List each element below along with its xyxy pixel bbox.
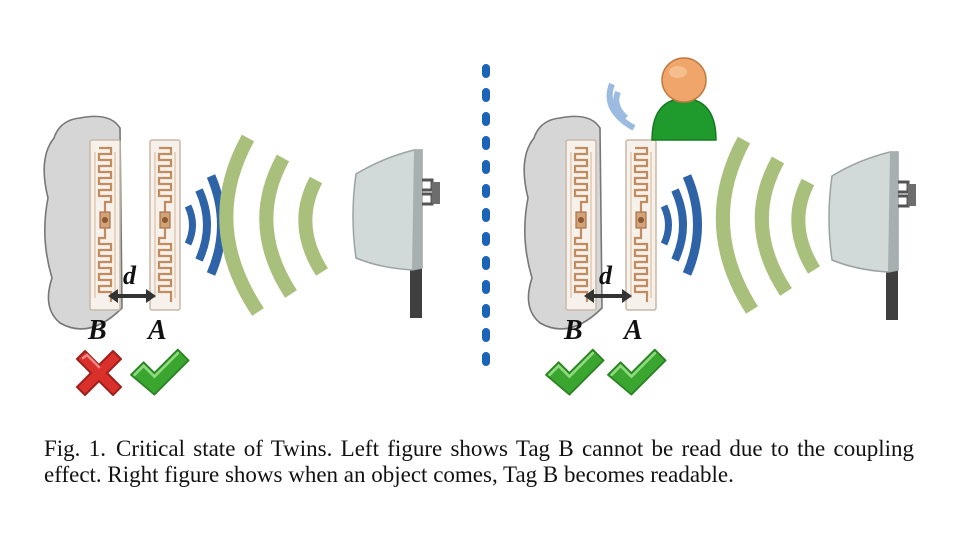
tag-a-status-green-check-icon [129, 348, 190, 396]
person-icon [651, 57, 717, 141]
tag-b-status-green-check-icon [544, 348, 605, 396]
distance-label: d [599, 261, 613, 290]
tag-a-label: A [622, 315, 643, 346]
tag-a [148, 138, 182, 312]
tag-b [88, 138, 122, 312]
tag-a [624, 138, 658, 312]
tag-a-status-green-check-icon [606, 348, 667, 396]
figure-caption: Fig. 1.Critical state of Twins. Left fig… [44, 436, 914, 489]
far-field-wave [219, 134, 328, 316]
distance-arrow [584, 289, 632, 303]
caption-text: Critical state of Twins. Left figure sho… [44, 436, 914, 488]
distance-arrow [108, 289, 156, 303]
rfid-reader-antenna [351, 148, 442, 320]
near-field-wave [184, 174, 226, 276]
reflection-wave [606, 82, 636, 131]
tag-a-label: A [146, 315, 167, 346]
tag-b-label: B [87, 315, 107, 346]
tag-b-status-red-x-icon [76, 350, 122, 396]
rfid-reader-antenna [827, 150, 918, 322]
distance-label: d [123, 261, 137, 290]
far-field-wave [715, 136, 821, 314]
tag-b [564, 138, 598, 312]
near-field-wave [660, 174, 702, 276]
figure-canvas: d B A d [43, 57, 918, 396]
caption-label: Fig. 1. [44, 436, 106, 461]
tag-b-label: B [563, 315, 583, 346]
left-panel: d B A [43, 115, 442, 396]
right-panel: d B A [523, 57, 918, 396]
